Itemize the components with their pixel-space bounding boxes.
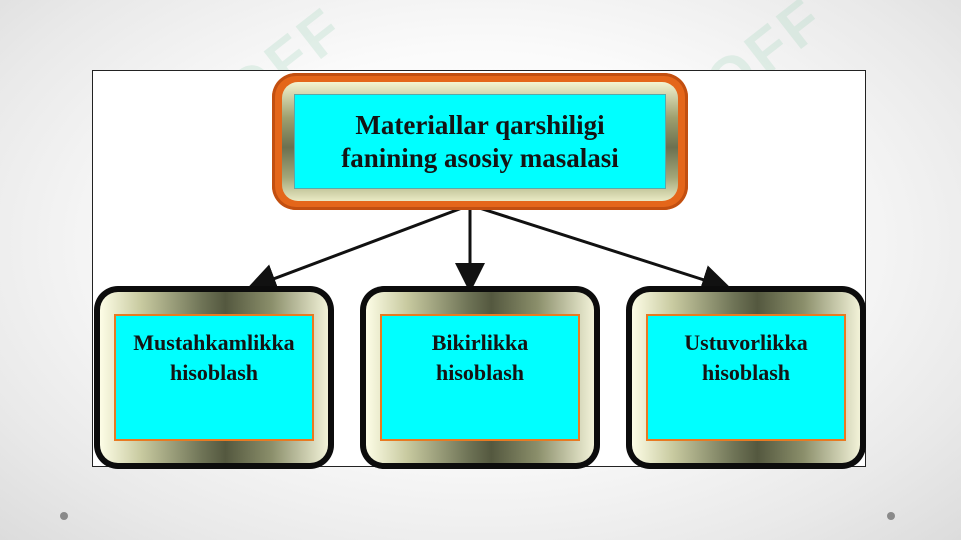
arrow-to-ustuvorlikka	[469, 203, 732, 294]
child-node-bikirlikka: Bikirlikka hisoblash	[360, 286, 600, 469]
slide-dot-right	[887, 512, 895, 520]
child-node-label: Ustuvorlikka hisoblash	[684, 330, 808, 385]
root-node-label: Materiallar qarshiligi fanining asosiy m…	[341, 109, 619, 173]
root-node: Materiallar qarshiligi fanining asosiy m…	[272, 73, 688, 210]
child-node-label: Mustahkamlikka hisoblash	[133, 330, 295, 385]
child-node-label: Bikirlikka hisoblash	[431, 330, 529, 385]
child-node-mustahkamlikka: Mustahkamlikka hisoblash	[94, 286, 334, 469]
child-node-ustuvorlikka: Ustuvorlikka hisoblash	[626, 286, 866, 469]
arrow-to-mustahkamlikka	[246, 203, 471, 293]
slide-dot-left	[60, 512, 68, 520]
